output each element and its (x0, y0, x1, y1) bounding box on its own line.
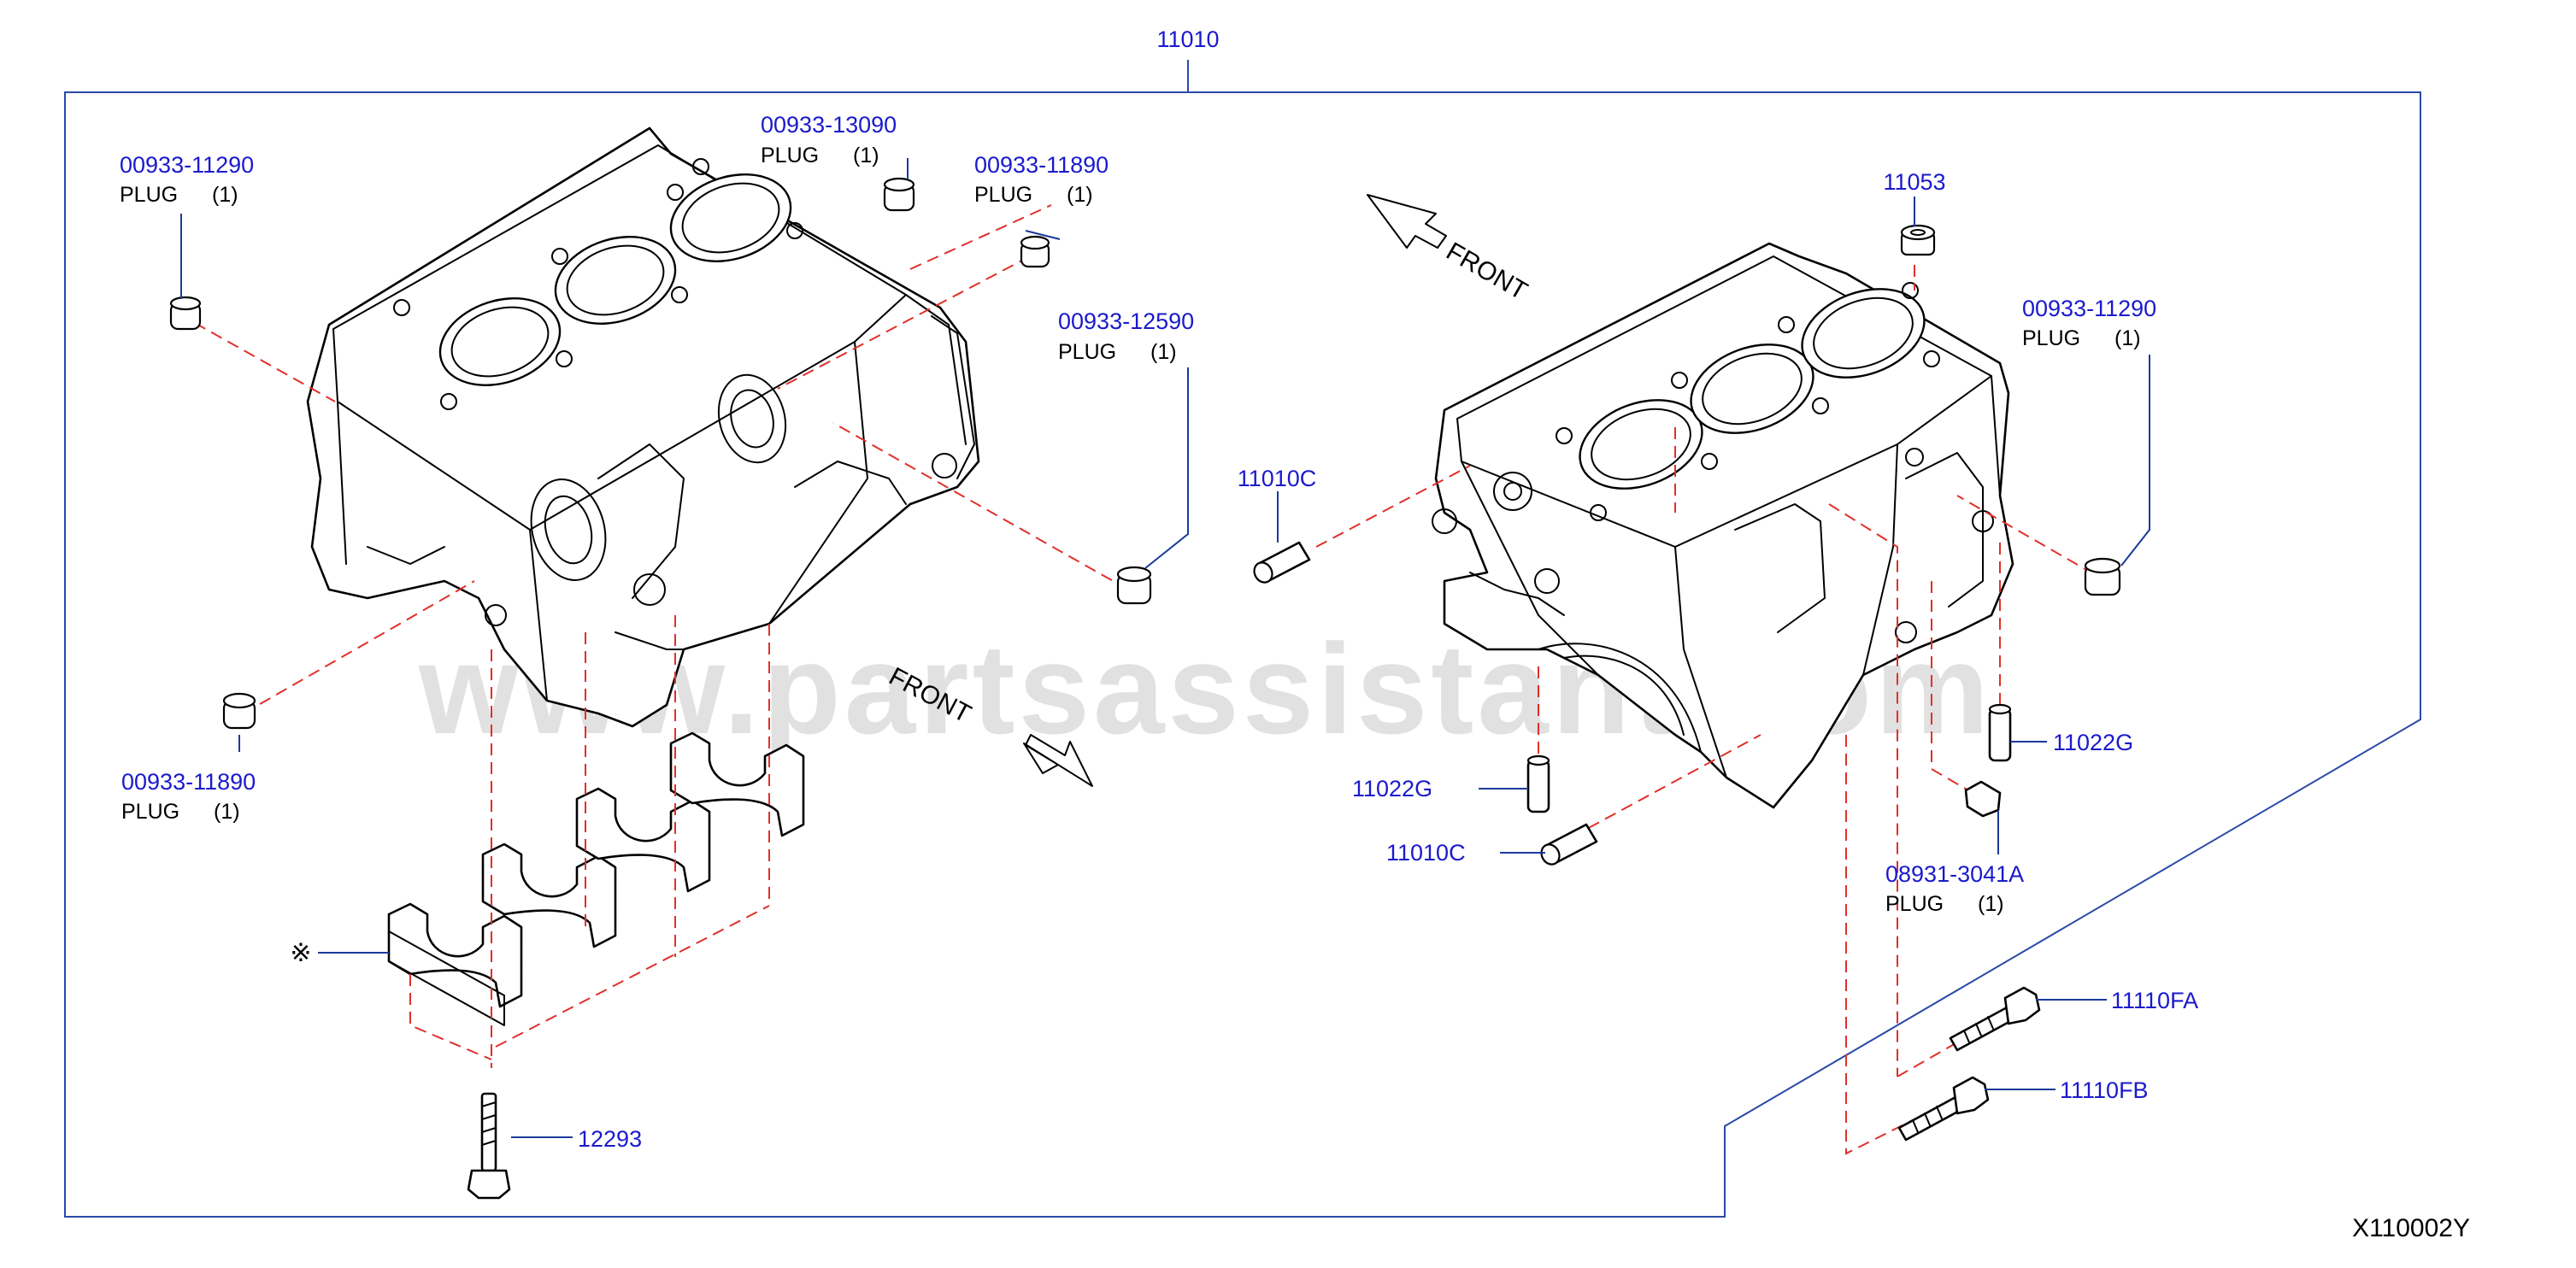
plug-b-shape (169, 296, 202, 331)
bolt-11110fb-shape (1897, 1076, 1990, 1142)
callout-plug-c-number[interactable]: 00933-11890 (974, 152, 1109, 178)
callout-plug-a-desc: PLUG (761, 144, 819, 167)
callout-plug-c-qty: (1) (1067, 183, 1093, 207)
plug-c-shape (883, 177, 915, 212)
callout-bolt-12293-number[interactable]: 12293 (578, 1126, 642, 1152)
callout-plug-d-number[interactable]: 00933-12590 (1058, 308, 1194, 334)
plug-e-shape (222, 692, 256, 730)
callout-plug-g-number[interactable]: 08931-3041A (1885, 861, 2024, 887)
left-dashed-lines (194, 204, 1129, 1068)
assembly-part-number[interactable]: 11010 (1156, 26, 1219, 52)
dowel-11022g-left-shape (1526, 754, 1550, 813)
dowel-11010c-top-shape (1253, 541, 1311, 584)
left-cylinder-block (306, 126, 980, 728)
callout-plug-a-qty: (1) (853, 144, 879, 167)
front-arrow-lower-icon (1023, 734, 1093, 787)
callout-plug-f-number[interactable]: 00933-11290 (2022, 296, 2156, 321)
callout-dowel-11010c-top-number[interactable]: 11010C (1238, 466, 1317, 491)
callout-plug-f-qty: (1) (2114, 326, 2141, 350)
callout-plug-d-desc: PLUG (1058, 340, 1116, 364)
callout-plug-e-qty: (1) (214, 800, 240, 824)
callout-plug-g-desc: PLUG (1885, 892, 1944, 916)
callout-plug-e-number[interactable]: 00933-11890 (121, 769, 256, 795)
callout-plug-c-desc: PLUG (974, 183, 1032, 207)
dowel-11010c-bottom-shape (1540, 823, 1598, 866)
assembly-frame (64, 60, 2421, 1218)
bolt-11110fa-shape (1949, 986, 2041, 1052)
left-bearing-caps (387, 731, 805, 1026)
callout-plug-f-desc: PLUG (2022, 326, 2080, 350)
right-leaders (1277, 197, 2150, 1090)
plug-f-shape (2084, 557, 2121, 596)
front-arrow-upper-icon (1367, 194, 1447, 249)
callout-pin-11053-number[interactable]: 11053 (1883, 169, 1945, 195)
callout-plug-b-desc: PLUG (120, 183, 178, 207)
callout-plug-a-number[interactable]: 00933-13090 (761, 112, 897, 138)
dowel-11022g-right-shape (1988, 703, 2012, 762)
right-cylinder-block (1432, 242, 2014, 809)
callout-plug-g-qty: (1) (1978, 892, 2004, 916)
plug-d-shape (1116, 566, 1152, 605)
callout-dowel-11022g-right-number[interactable]: 11022G (2053, 730, 2133, 755)
callout-bolt-11110fb-number[interactable]: 11110FB (2060, 1077, 2149, 1103)
callout-plug-b-number[interactable]: 00933-11290 (120, 152, 254, 178)
plug-g-shape (1964, 780, 2002, 818)
callout-plug-d-qty: (1) (1150, 340, 1177, 364)
plug-a-shape (1020, 235, 1050, 268)
bearing-cap-symbol: ※ (290, 939, 311, 967)
left-leaders (180, 158, 1189, 1138)
callout-plug-e-desc: PLUG (121, 800, 179, 824)
callout-dowel-11010c-bottom-number[interactable]: 11010C (1386, 840, 1466, 866)
callout-plug-b-qty: (1) (212, 183, 238, 207)
front-label-upper: FRONT (1442, 237, 1532, 305)
callout-bolt-11110fa-number[interactable]: 11110FA (2111, 988, 2198, 1013)
callout-dowel-11022g-left-number[interactable]: 11022G (1352, 776, 1432, 801)
right-dashed-lines (1315, 265, 2095, 1155)
bolt-12293-shape (467, 1092, 511, 1200)
diagram-code: X110002Y (2352, 1214, 2470, 1242)
pin-11053-shape (1900, 224, 1936, 256)
